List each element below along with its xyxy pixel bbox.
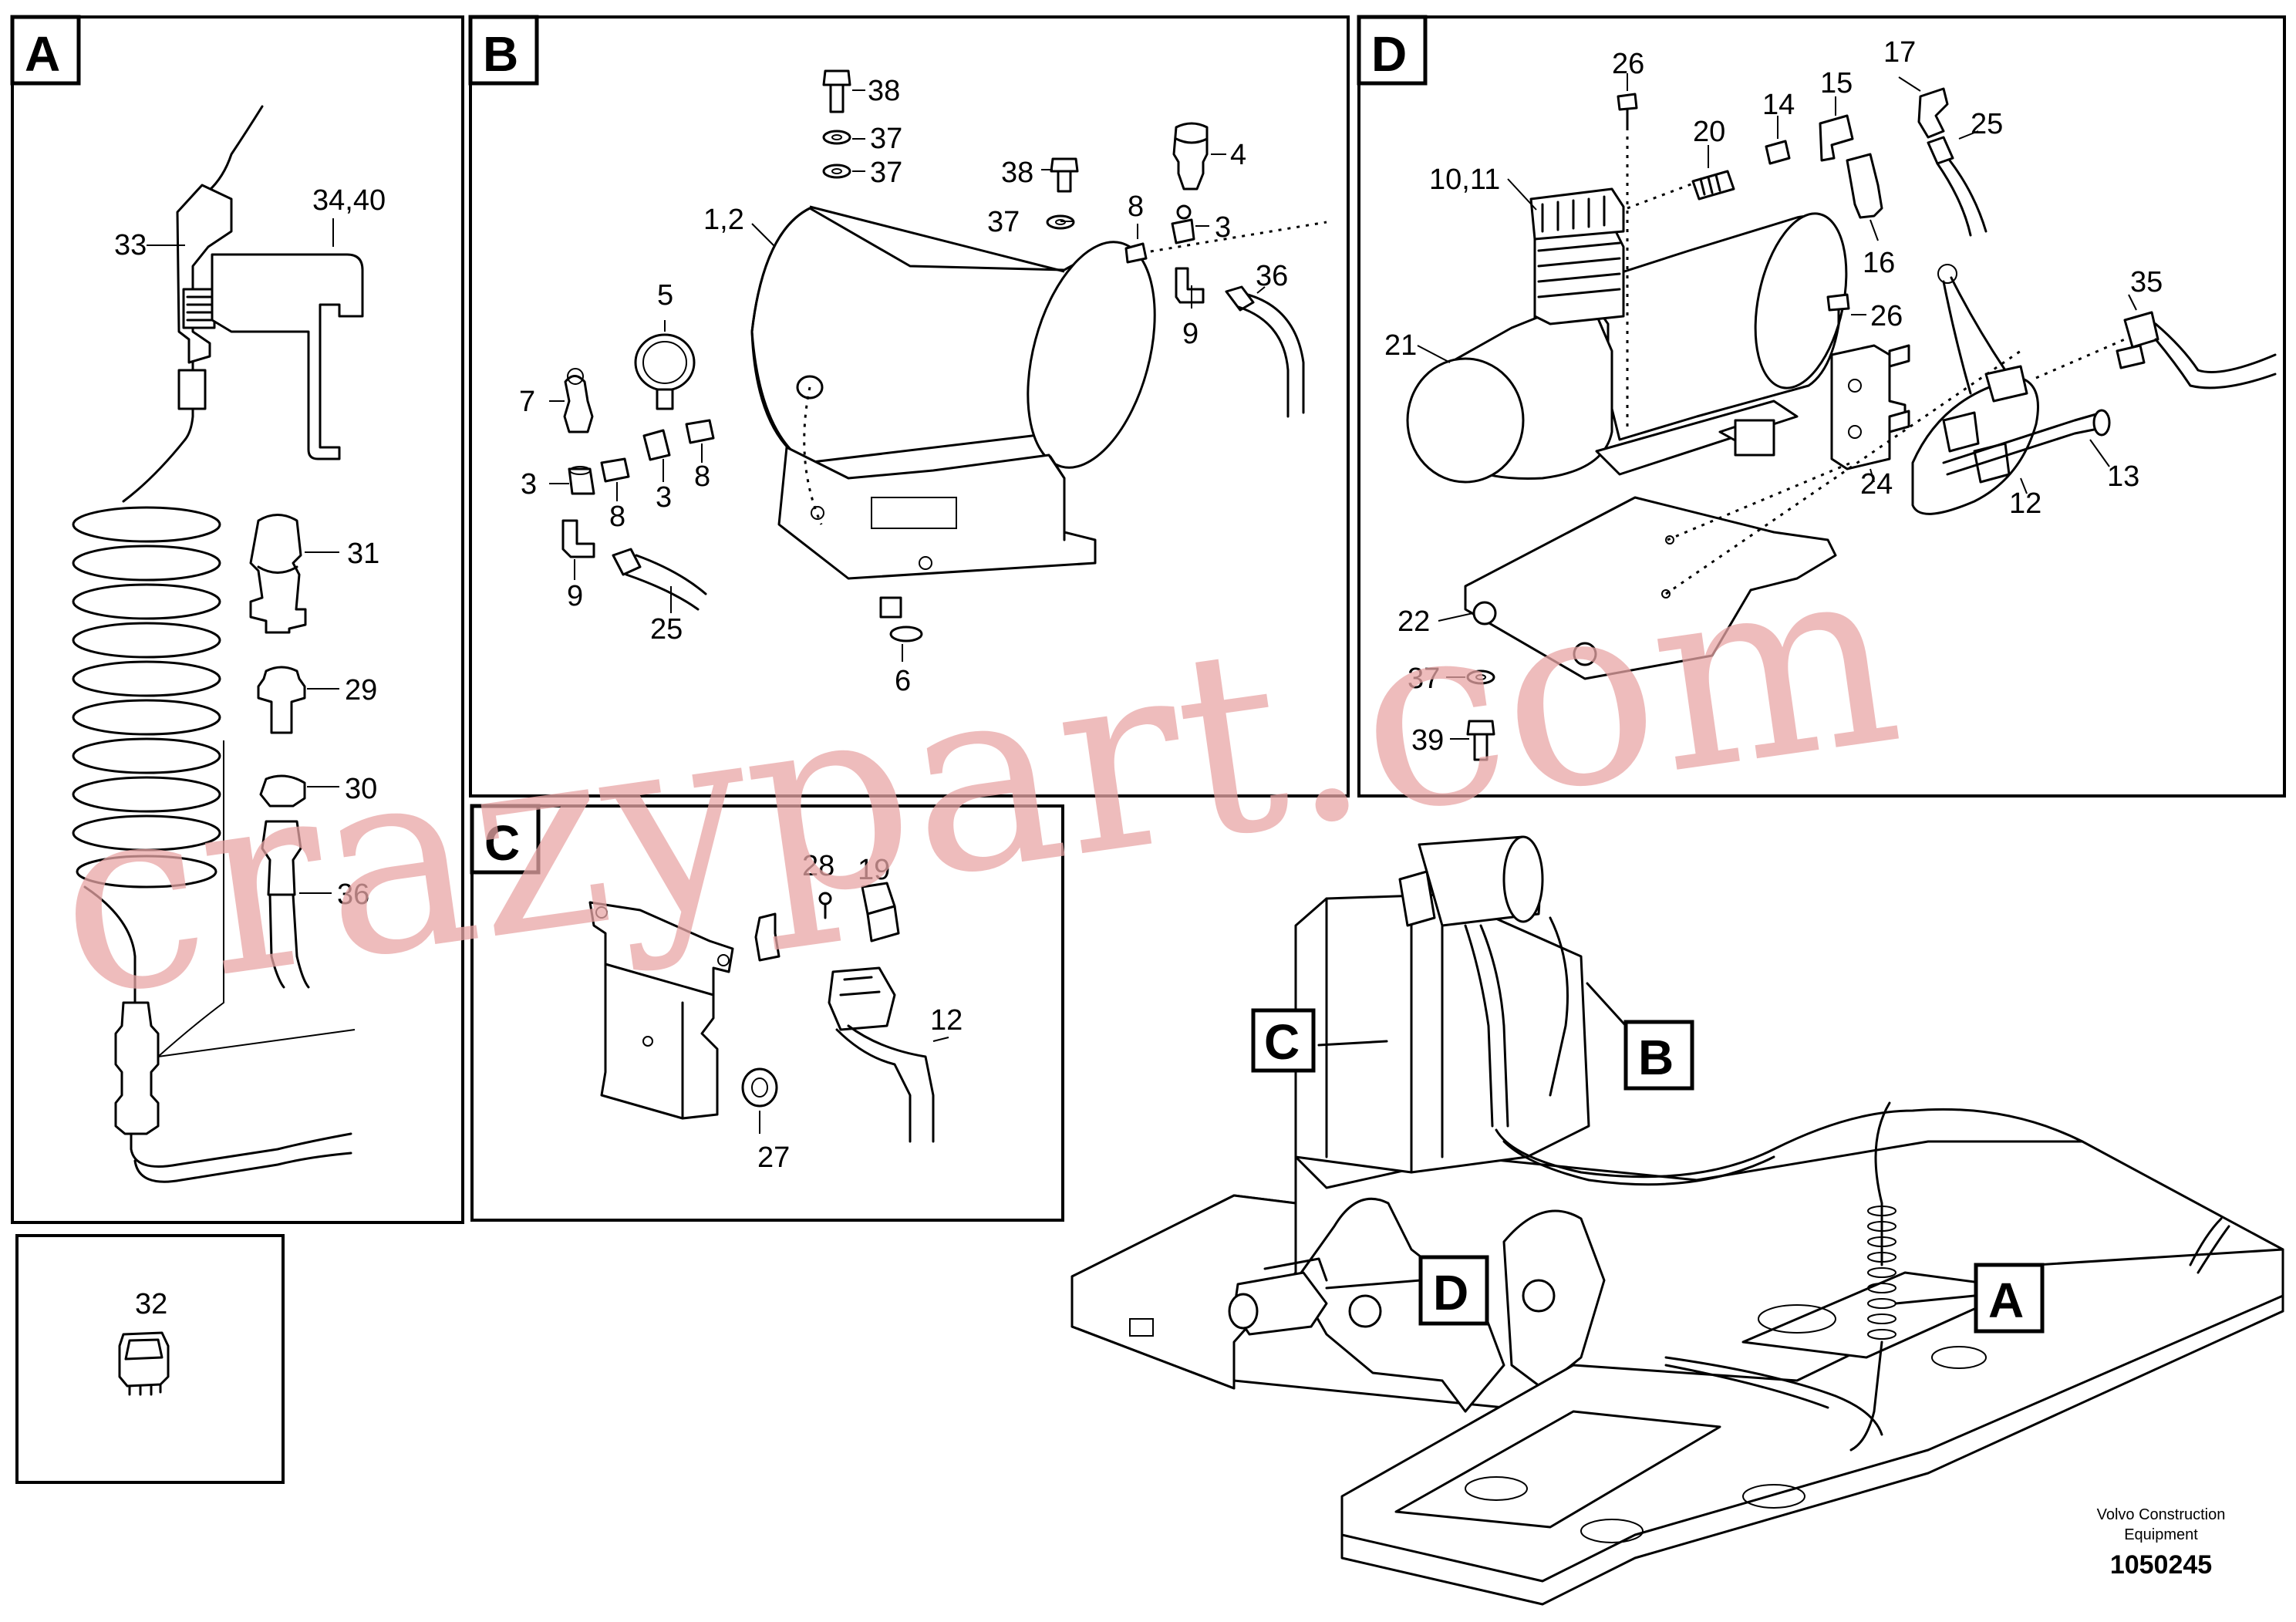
callout-20: 20 xyxy=(1693,116,1725,148)
callout-36: 36 xyxy=(337,878,369,911)
callout-14: 14 xyxy=(1762,89,1795,121)
footer: Volvo Construction Equipment 1050245 xyxy=(2097,1506,2226,1580)
overview-tag-c: C xyxy=(1264,1014,1300,1070)
callout-28: 28 xyxy=(802,850,834,882)
callout-3: 3 xyxy=(521,468,537,501)
section-label-b: B xyxy=(483,26,518,82)
callout-30: 30 xyxy=(345,773,377,805)
callout-8: 8 xyxy=(694,460,710,493)
callout-25: 25 xyxy=(650,613,683,646)
callout-4: 4 xyxy=(1230,139,1246,171)
overview-tag-b: B xyxy=(1638,1030,1674,1085)
part-number: 1050245 xyxy=(2110,1550,2212,1580)
panel-d: D xyxy=(1357,15,2286,798)
callout-15: 15 xyxy=(1820,67,1853,99)
callout-7: 7 xyxy=(519,386,535,418)
callout-39: 39 xyxy=(1411,724,1444,757)
panel-b: B xyxy=(468,15,1350,798)
company-name: Volvo Construction xyxy=(2097,1506,2226,1523)
callout-10-11: 10,11 xyxy=(1429,164,1500,196)
callout-26: 26 xyxy=(1870,300,1903,332)
section-label-d: D xyxy=(1371,26,1407,82)
section-label-a: A xyxy=(25,26,60,82)
callout-17: 17 xyxy=(1883,36,1916,69)
callout-35: 35 xyxy=(2130,266,2163,298)
callout-19: 19 xyxy=(858,854,890,886)
panel-c: C 28 19 12 27 xyxy=(470,804,1064,1222)
callout-8: 8 xyxy=(609,501,625,533)
callout-3: 3 xyxy=(656,481,672,514)
callout-37: 37 xyxy=(987,206,1020,238)
panel-switch: 32 xyxy=(15,1234,285,1484)
callout-34-40: 34,40 xyxy=(312,184,386,217)
callout-33: 33 xyxy=(114,229,147,261)
callout-16: 16 xyxy=(1863,247,1895,279)
overview-machine: C B D A xyxy=(1070,835,2284,1606)
callout-1-2: 1,2 xyxy=(703,204,744,236)
panel-a: A xyxy=(10,15,464,1224)
callout-37: 37 xyxy=(870,123,902,155)
callout-3: 3 xyxy=(1215,211,1231,244)
callout-22: 22 xyxy=(1397,605,1430,638)
company-name-2: Equipment xyxy=(2124,1526,2198,1543)
callout-29: 29 xyxy=(345,674,377,706)
callout-12: 12 xyxy=(2009,487,2041,520)
callout-36: 36 xyxy=(1256,260,1288,292)
callout-38: 38 xyxy=(868,75,900,107)
callout-5: 5 xyxy=(657,279,673,312)
overview-tag-a: A xyxy=(1988,1273,2024,1328)
callout-21: 21 xyxy=(1384,329,1417,362)
watermark: crazypart.com xyxy=(40,504,1913,1054)
callout-26: 26 xyxy=(1612,48,1644,80)
callout-37: 37 xyxy=(870,157,902,189)
callout-12: 12 xyxy=(930,1004,963,1037)
callout-31: 31 xyxy=(347,538,379,570)
callout-8: 8 xyxy=(1128,191,1144,223)
callout-9: 9 xyxy=(567,580,583,612)
callout-24: 24 xyxy=(1860,468,1893,501)
callout-37: 37 xyxy=(1408,663,1440,695)
overview-tag-d: D xyxy=(1433,1265,1468,1320)
callout-25: 25 xyxy=(1971,108,2003,140)
callout-38: 38 xyxy=(1001,157,1033,189)
callout-13: 13 xyxy=(2107,460,2139,493)
callout-6: 6 xyxy=(895,665,911,697)
callout-27: 27 xyxy=(757,1141,790,1174)
section-label-c: C xyxy=(484,815,520,871)
callout-32: 32 xyxy=(135,1288,167,1320)
callout-9: 9 xyxy=(1182,318,1199,350)
